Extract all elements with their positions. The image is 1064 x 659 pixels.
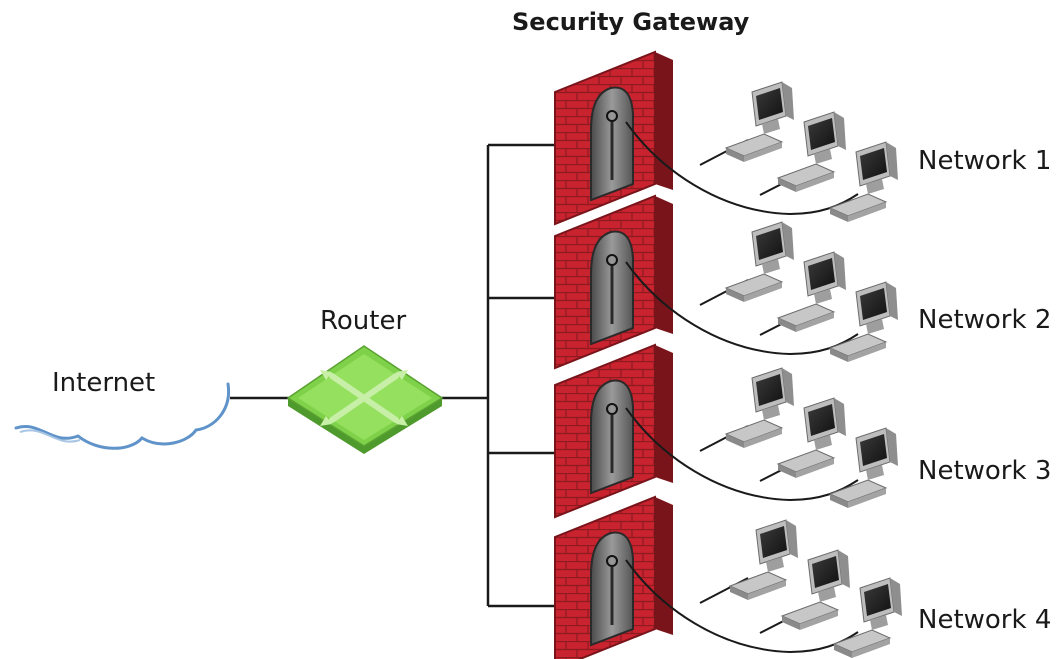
computer-icon [725,221,795,303]
internet-label: Internet [52,368,156,398]
computer-icon [777,111,847,193]
computer-icon [781,549,851,631]
network-label-2: Network 2 [918,305,1052,335]
computer-icon [829,141,899,223]
computer-icon [829,427,899,509]
computer-icon [777,251,847,333]
computer-icon [833,577,903,659]
computers-network-1 [725,81,899,223]
computer-icon [729,519,799,601]
internet-cloud-icon [14,382,231,450]
computers-network-3 [725,367,899,509]
network-label-1: Network 1 [918,146,1052,176]
computer-icon [725,81,795,163]
firewall-icon-3 [553,343,675,519]
connection-lines [230,143,556,608]
computer-icon [725,367,795,449]
router-icon [286,345,444,454]
computer-icon [777,397,847,479]
diagram-title: Security Gateway [512,8,750,36]
network-label-3: Network 3 [918,456,1052,486]
firewall-icon-4 [553,495,675,659]
network-label-4: Network 4 [918,605,1052,635]
computers-network-2 [725,221,899,363]
firewall-icon-2 [553,194,675,370]
computer-icon [829,281,899,363]
computers-network-4 [729,519,903,659]
router-label: Router [320,306,407,336]
